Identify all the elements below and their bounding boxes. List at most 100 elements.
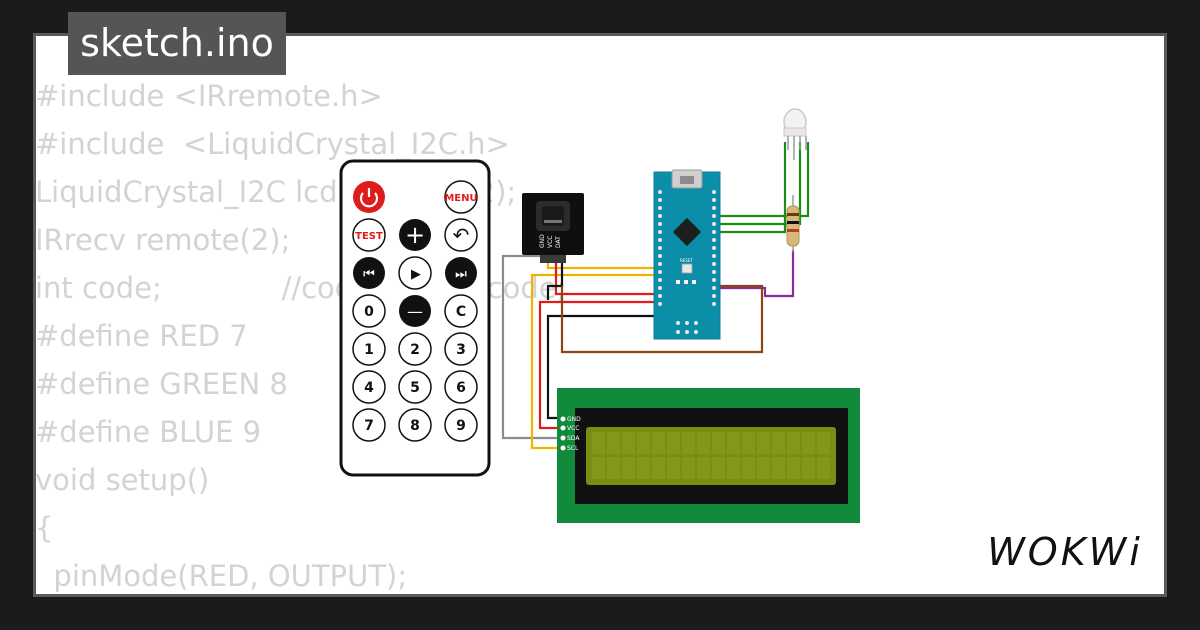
digit-button-8[interactable]: 8 <box>398 408 432 442</box>
back-icon: ↶ <box>453 223 470 247</box>
arduino-pin-header-right <box>712 190 716 306</box>
wire-green-2 <box>712 142 802 226</box>
lcd-char-cell <box>667 457 680 479</box>
lcd-pin-vcc: VCC <box>567 425 579 432</box>
c-label: C <box>456 304 466 320</box>
lcd-char-cell <box>682 432 695 454</box>
arduino-icsp-header <box>676 321 698 334</box>
code-line: #include <LiquidCrystal_I2C.h> <box>35 127 510 161</box>
lcd-char-grid <box>592 432 830 479</box>
zero-button[interactable]: 0 <box>352 294 386 328</box>
digit-label: 9 <box>456 418 466 434</box>
digit-button-9[interactable]: 9 <box>444 408 478 442</box>
lcd-char-cell <box>757 432 770 454</box>
lcd-char-cell <box>802 432 815 454</box>
wokwi-logo-text: WOKWi <box>987 530 1143 574</box>
arduino-reset-label: RESET <box>680 258 693 263</box>
lcd-display[interactable]: GND VCC SDA SCL <box>557 388 860 523</box>
digit-buttons: 1 2 3 4 5 6 7 8 9 <box>352 332 478 442</box>
lcd-char-cell <box>622 457 635 479</box>
code-line: { <box>35 511 54 545</box>
digit-label: 3 <box>456 342 466 358</box>
digit-label: 4 <box>364 380 374 396</box>
lcd-char-cell <box>787 457 800 479</box>
ir-pin-dat: DAT <box>555 236 562 248</box>
ir-remote[interactable]: MENU TEST + ↶ ⏮ ▶ ⏭ 0 <box>339 159 491 477</box>
back-button[interactable]: ↶ <box>444 218 478 252</box>
code-line: pinMode(RED, OUTPUT); <box>35 559 408 593</box>
digit-button-1[interactable]: 1 <box>352 332 386 366</box>
wire-brown <box>560 284 764 354</box>
arduino-pin-header-left <box>658 190 662 306</box>
digit-label: 5 <box>410 380 420 396</box>
ir-pin-gnd: GND <box>539 234 546 248</box>
lcd-char-cell <box>772 457 785 479</box>
digit-button-6[interactable]: 6 <box>444 370 478 404</box>
lcd-pin-gnd: GND <box>567 416 581 423</box>
wire-black-2 <box>546 262 564 300</box>
lcd-char-cell <box>727 432 740 454</box>
lcd-char-cell <box>727 457 740 479</box>
digit-button-3[interactable]: 3 <box>444 332 478 366</box>
lcd-pin-sda: SDA <box>567 435 580 442</box>
code-line: #define GREEN 8 <box>35 367 288 401</box>
digit-button-4[interactable]: 4 <box>352 370 386 404</box>
lcd-char-cell <box>817 457 830 479</box>
lcd-char-cell <box>667 432 680 454</box>
digit-label: 6 <box>456 380 466 396</box>
prev-button[interactable]: ⏮ <box>353 257 385 289</box>
minus-button[interactable]: — <box>399 295 431 327</box>
lcd-char-cell <box>637 457 650 479</box>
digit-button-2[interactable]: 2 <box>398 332 432 366</box>
minus-icon: — <box>407 302 423 321</box>
lcd-char-cell <box>802 457 815 479</box>
lcd-char-cell <box>682 457 695 479</box>
next-icon: ⏭ <box>455 267 467 282</box>
test-button[interactable]: TEST <box>352 218 386 252</box>
digit-button-5[interactable]: 5 <box>398 370 432 404</box>
test-label: TEST <box>355 231 383 242</box>
digit-label: 2 <box>410 342 420 358</box>
plus-button[interactable]: + <box>399 219 431 251</box>
code-line: IRrecv remote(2); <box>35 223 291 257</box>
play-icon: ▶ <box>411 267 421 282</box>
lcd-char-cell <box>712 457 725 479</box>
next-button[interactable]: ⏭ <box>445 257 477 289</box>
lcd-char-cell <box>592 432 605 454</box>
wire-black-1 <box>546 314 660 420</box>
play-button[interactable]: ▶ <box>398 256 432 290</box>
digit-button-7[interactable]: 7 <box>352 408 386 442</box>
ir-receiver[interactable]: DAT VCC GND <box>522 193 584 263</box>
lcd-char-cell <box>697 432 710 454</box>
lcd-pin-scl: SCL <box>567 445 579 452</box>
code-line: #define BLUE 9 <box>35 415 262 449</box>
wire-green-3 <box>712 142 787 234</box>
lcd-char-cell <box>652 432 665 454</box>
code-line: #include <IRremote.h> <box>35 79 383 113</box>
lcd-char-cell <box>607 457 620 479</box>
code-line: #define RED 7 <box>35 319 248 353</box>
lcd-char-cell <box>817 432 830 454</box>
ir-pin-vcc: VCC <box>547 236 554 248</box>
code-line: void setup() <box>35 463 210 497</box>
lcd-char-cell <box>652 457 665 479</box>
arduino-nano[interactable]: RESET <box>653 169 721 340</box>
digit-label: 7 <box>364 418 374 434</box>
lcd-char-cell <box>742 432 755 454</box>
lcd-char-cell <box>697 457 710 479</box>
wire-yellow-1 <box>546 262 660 270</box>
rgb-led[interactable] <box>783 108 807 160</box>
resistor[interactable] <box>786 195 800 252</box>
lcd-char-cell <box>592 457 605 479</box>
digit-label: 8 <box>410 418 420 434</box>
menu-button[interactable]: MENU <box>444 180 478 214</box>
power-button[interactable] <box>353 181 385 213</box>
wokwi-logo: WOKWi <box>987 530 1143 574</box>
wire-red-1 <box>554 262 664 296</box>
plus-icon: + <box>405 221 425 249</box>
lcd-char-cell <box>637 432 650 454</box>
lcd-char-cell <box>757 457 770 479</box>
c-button[interactable]: C <box>444 294 478 328</box>
zero-label: 0 <box>364 304 374 320</box>
